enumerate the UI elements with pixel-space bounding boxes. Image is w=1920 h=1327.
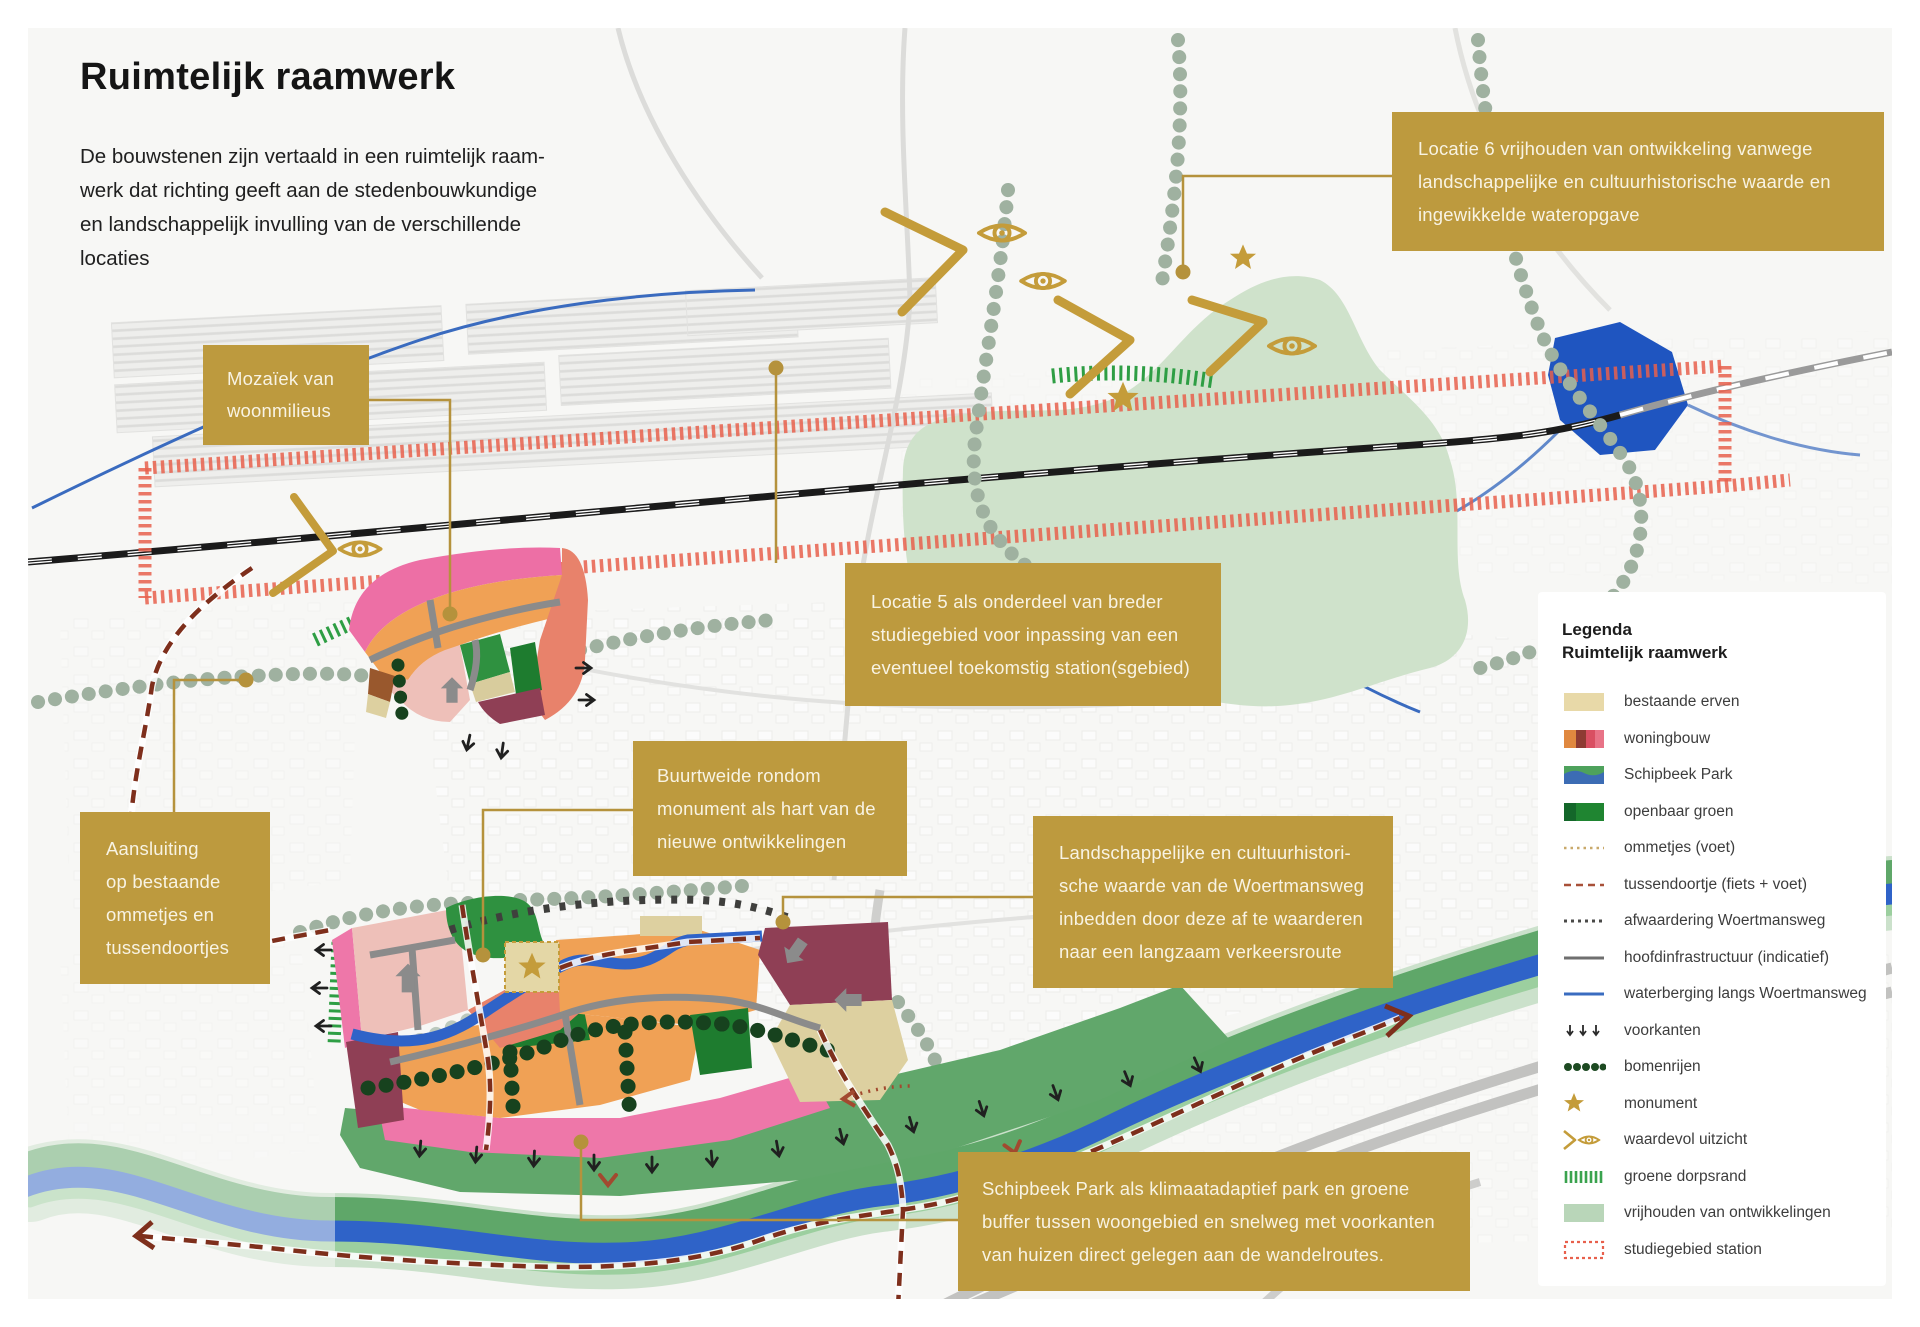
dotted-dark-line-icon [1562,910,1612,932]
park-band-muted-overlay [25,1115,335,1295]
legend-panel: Legenda Ruimtelijk raamwerk bestaande er… [1538,592,1886,1286]
page-title: Ruimtelijk raamwerk [80,56,456,98]
solid-gray-line-icon [1562,947,1612,969]
page-intro: De bouwstenen zijn vertaald in een ruimt… [80,145,545,270]
legend-item-schipbeek-park: Schipbeek Park [1562,757,1862,794]
annotation-locatie-6: Locatie 6 vrijhouden van ontwikkeling va… [1392,112,1884,251]
annotation-connectors [172,174,1392,1222]
annotation-woertmansweg: Landschappelijke en cultuurhistori- sche… [1033,816,1393,988]
annotation-locatie-5: Locatie 5 als onderdeel van breder studi… [845,563,1221,706]
dashed-brown-line-icon [1562,874,1612,896]
red-dashed-rect-icon [1562,1238,1612,1262]
legend-item-voorkanten: voorkanten [1562,1013,1862,1050]
legend-item-studiegebied: studiegebied station [1562,1232,1862,1269]
down-arrows-icon [1562,1020,1612,1042]
legend-title: Legenda [1562,620,1632,639]
afwaardering-woertmansweg-line [448,895,797,934]
legend-item-waterberging: waterberging langs Woertmansweg [1562,976,1867,1013]
legend-item-hoofdinfrastructuur: hoofdinfrastructuur (indicatief) [1562,940,1862,977]
lower-development-cluster [332,895,1230,1196]
legend-item-afwaardering: afwaardering Woertmansweg [1562,903,1862,940]
legend-item-waardevol-uitzicht: waardevol uitzicht [1562,1122,1862,1159]
multicolor-swatch-icon [1562,728,1612,750]
legend-item-ommetjes: ommetjes (voet) [1562,830,1862,867]
annotation-mozaiek: Mozaïek van woonmilieus [203,345,369,445]
sage-swatch-icon [1562,1202,1612,1224]
greenhouse-fields [110,277,995,488]
railway-line [27,348,1893,566]
monument-estate [504,941,560,993]
legend-item-bestaande-erven: bestaande erven [1562,684,1862,721]
annotation-buurtweide: Buurtweide rondom monument als hart van … [633,741,907,876]
legend-item-monument: monument [1562,1086,1862,1123]
legend-item-openbaar-groen: openbaar groen [1562,794,1862,831]
legend-item-woningbouw: woningbouw [1562,721,1862,758]
chevron-eye-icon [1562,1128,1612,1152]
tree-dots-icon [1562,1056,1612,1078]
legend-item-tussendoortje: tussendoortje (fiets + voet) [1562,867,1862,904]
waardevol-uitzicht-icons [269,207,1317,597]
legend-item-vrijhouden: vrijhouden van ontwikkelingen [1562,1195,1862,1232]
beige-swatch-icon [1562,691,1612,713]
legend-subtitle: Ruimtelijk raamwerk [1562,643,1728,662]
solid-blue-line-icon [1562,983,1612,1005]
upper-development-cluster [349,547,596,761]
annotation-aansluiting: Aansluiting op bestaande ommetjes en tus… [80,812,270,984]
green-blue-swatch-icon [1562,764,1612,786]
dotted-tan-line-icon [1562,837,1612,859]
legend-item-bomenrijen: bomenrijen [1562,1049,1862,1086]
green-swatch-icon [1562,801,1612,823]
gold-star-icon [1562,1092,1612,1116]
studiegebied-station-outline [138,359,1791,605]
green-hatch-icon [1562,1166,1612,1188]
legend-item-groene-dorpsrand: groene dorpsrand [1562,1159,1862,1196]
annotation-schipbeek-park: Schipbeek Park als klimaatadaptief park … [958,1152,1470,1291]
legend-items: bestaande erven woningbouw Schipbeek Par… [1562,684,1867,1269]
